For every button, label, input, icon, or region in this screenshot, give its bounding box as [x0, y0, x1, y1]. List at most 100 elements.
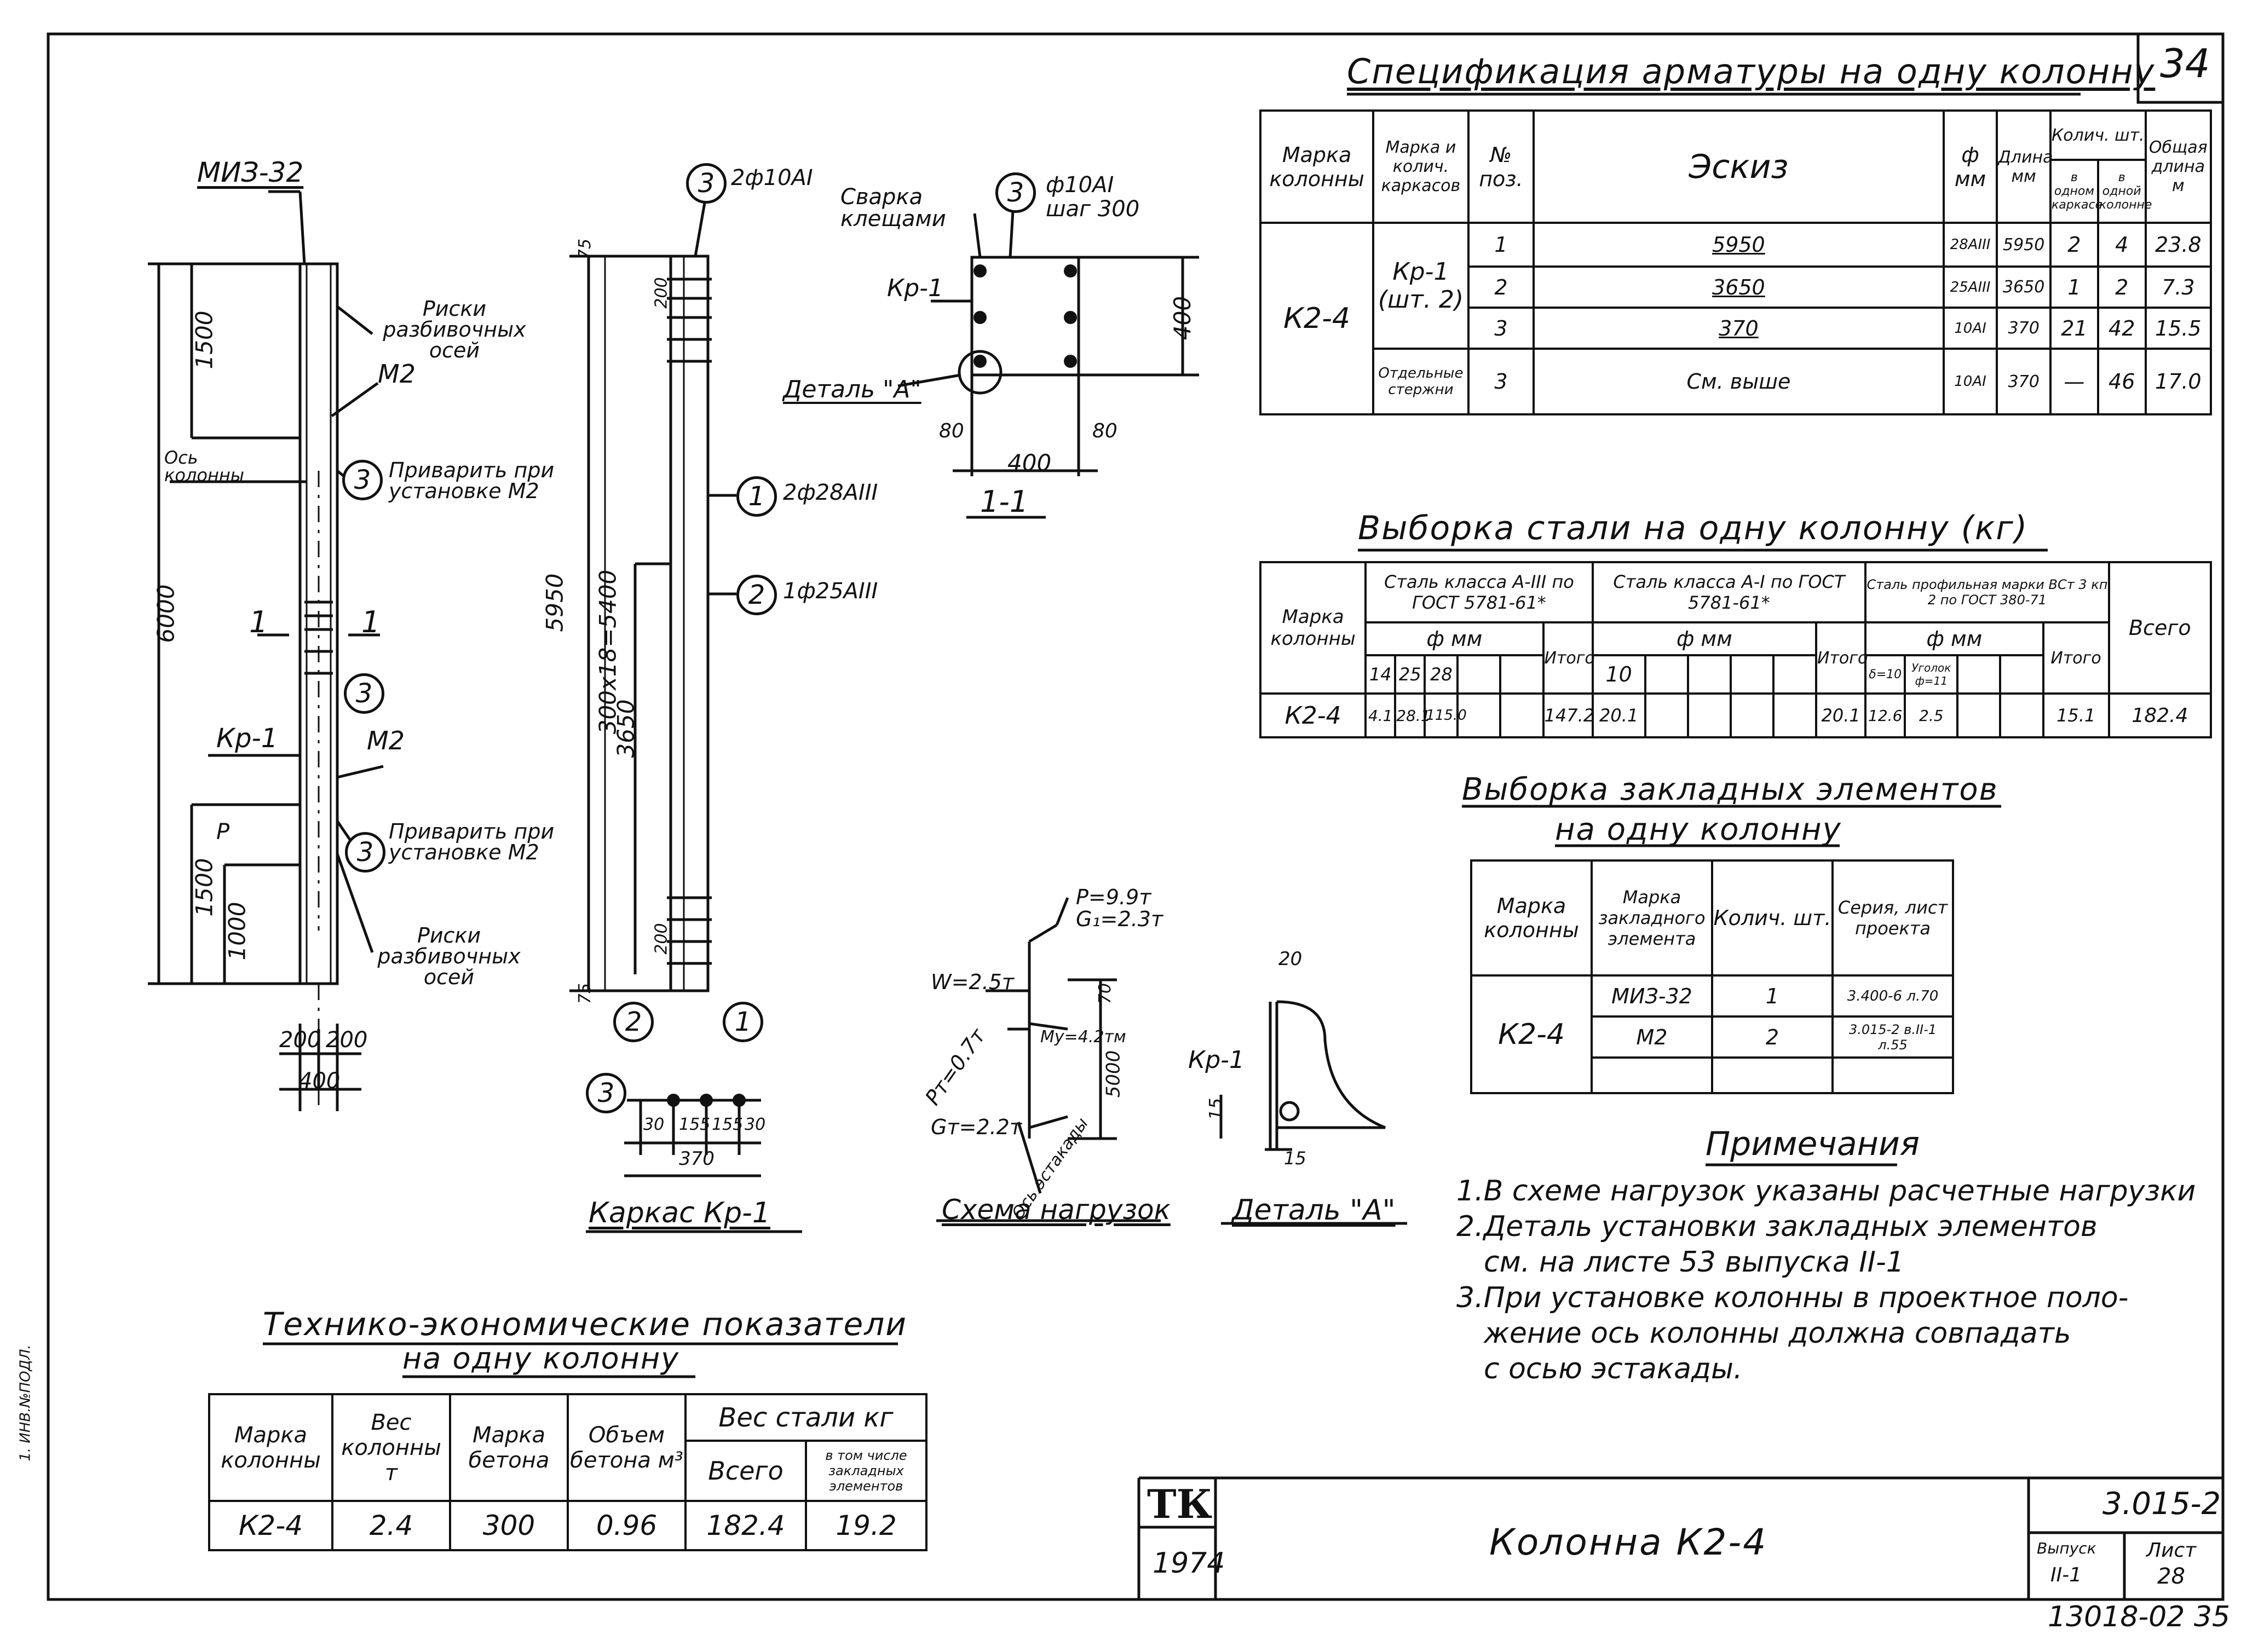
spec-head-mark: Марка колонны — [1259, 109, 1375, 224]
tech-v-weight: 2.4 — [331, 1500, 451, 1551]
tech-head-mark: Марка колонны — [208, 1393, 333, 1502]
tech-title: Технико-экономические показатели — [263, 1306, 907, 1343]
stamp-logo: ТК — [1147, 1481, 1213, 1527]
dim-sec-30-left: 30 — [643, 1115, 665, 1134]
detail-15-bottom: 15 — [1284, 1148, 1306, 1169]
callout-3-top: 3 — [342, 460, 383, 500]
spec-r4-in-col: 46 — [2096, 348, 2147, 415]
note-1: 1.В схеме нагрузок указаны расчетные наг… — [1456, 1175, 2196, 1208]
steel-g2-total: 20.1 — [1815, 692, 1867, 738]
notes-title: Примечания — [1706, 1125, 1920, 1163]
steel-g2-d2 — [1644, 654, 1689, 695]
stamp-name: Колонна К2-4 — [1489, 1521, 1768, 1563]
label-section-right: 1 — [361, 605, 381, 639]
note-3b: жение ось колонны должна совпадать — [1484, 1317, 2071, 1350]
dim-1500-top: 1500 — [191, 310, 218, 369]
spec-r2-pos: 2 — [1467, 265, 1535, 309]
tech-subtitle: на одну колонну — [402, 1341, 680, 1376]
label-pitch: шаг 300 — [1046, 197, 1140, 222]
tech-head-concrete: Марка бетона — [449, 1393, 569, 1502]
load-title: Схема нагрузок — [942, 1194, 1171, 1226]
steel-g2-d4 — [1729, 654, 1775, 695]
spec-r3-in-col: 42 — [2096, 307, 2147, 350]
emb-r3-series — [1831, 1056, 1954, 1094]
stamp-issue: II-1 — [2050, 1564, 2082, 1586]
spec-col-mark: К2-4 — [1259, 222, 1375, 415]
spec-r4-total: 17.0 — [2144, 348, 2213, 415]
steel-g1-dia: ф мм — [1364, 621, 1545, 656]
spec-r2-in-col: 2 — [2096, 265, 2147, 309]
label-marks-top: Риски разбивочных осей — [383, 297, 526, 362]
note-3c: с осью эстакады. — [1484, 1353, 1743, 1385]
spec-r1-sketch: 5950 — [1533, 222, 1945, 268]
tech-head-steel: Вес стали кг — [684, 1393, 927, 1442]
detail-title: Деталь "А" — [1232, 1194, 1396, 1227]
spec-frame-count: (шт. 2) — [1378, 286, 1464, 314]
sec-title: 1-1 — [980, 484, 1029, 519]
spec-r3-len: 370 — [1996, 307, 2052, 350]
label-axis: Ось колонны — [164, 447, 245, 486]
callout-2-frame: 2 — [736, 575, 777, 615]
dim-1000: 1000 — [223, 902, 251, 961]
emb-r1-series: 3.400-6 л.70 — [1831, 974, 1954, 1018]
stamp-issue-label: Выпуск — [2037, 1539, 2096, 1557]
load-gt: Gт=2.2т — [931, 1115, 1022, 1139]
dim-sec11-400-v: 400 — [1169, 296, 1196, 340]
spec-r2-total: 7.3 — [2144, 265, 2213, 309]
steel-v8 — [1686, 692, 1732, 738]
steel-g3-d4 — [1999, 654, 2044, 695]
steel-v12: 2.5 — [1904, 692, 1959, 738]
steel-g2-dia: ф мм — [1591, 621, 1818, 656]
label-m2-bottom: М2 — [367, 726, 405, 755]
steel-v11: 12.6 — [1864, 692, 1906, 738]
emb-r3-el — [1591, 1056, 1713, 1094]
steel-group1: Сталь класса А-III по ГОСТ 5781-61* — [1364, 561, 1594, 623]
detail-20: 20 — [1278, 948, 1303, 970]
spec-head-total: Общая длина м — [2144, 109, 2213, 224]
label-weld-bottom: Приварить при установке М2 — [389, 819, 555, 864]
steel-g3-d1: δ=10 — [1864, 654, 1906, 695]
spec-head-qty: Колич. шт. — [2049, 109, 2147, 161]
steel-g3-total: 15.1 — [2042, 692, 2110, 738]
spec-title: Спецификация арматуры на одну колонну — [1347, 51, 2156, 91]
side-note: 1. ИНВ.№ПОДЛ. — [17, 1344, 34, 1462]
emb-head-qty: Колич. шт. — [1711, 859, 1834, 977]
tech-v-steel: 182.4 — [684, 1500, 807, 1551]
callout-3-sec11: 3 — [995, 172, 1036, 213]
tech-v-mark: К2-4 — [208, 1500, 333, 1551]
load-p: P=9.9т — [1076, 885, 1151, 909]
spec-r3-total: 15.5 — [2144, 307, 2213, 350]
callout-3-bottom: 3 — [345, 832, 385, 873]
load-g1: G₁=2.3т — [1076, 907, 1163, 931]
label-frame-bar1: 2ф28АIII — [783, 480, 878, 505]
steel-v1: 4.1 — [1364, 692, 1397, 738]
dim-200-left: 200 — [279, 1027, 321, 1053]
steel-g2-d1: 10 — [1591, 654, 1646, 695]
callout-3-frame: 3 — [686, 163, 727, 204]
frame-title: Каркас Кр-1 — [589, 1197, 770, 1229]
dim-sec11-80-left: 80 — [939, 420, 964, 442]
spec-head-frames: Марка и колич. каркасов — [1372, 109, 1470, 224]
spec-head-sketch: Эскиз — [1533, 109, 1945, 224]
label-kr1-left: Кр-1 — [216, 723, 278, 754]
steel-v2: 28.1 — [1394, 692, 1431, 738]
spec-head-pos: № поз. — [1467, 109, 1535, 224]
steel-v9 — [1729, 692, 1775, 738]
spec-r2-in-frame: 1 — [2049, 265, 2099, 309]
dim-frame-75-top: 75 — [575, 238, 595, 260]
dim-frame-200-bottom: 200 — [652, 923, 671, 955]
load-w: W=2.5т — [931, 970, 1014, 994]
spec-frame: Кр-1(шт. 2) — [1372, 222, 1470, 350]
steel-v14 — [1999, 692, 2044, 738]
emb-r3-qty — [1711, 1056, 1834, 1094]
label-sec-kr1: Кр-1 — [887, 274, 944, 302]
spec-r1-in-frame: 2 — [2049, 222, 2099, 268]
tech-v-volume: 0.96 — [567, 1500, 687, 1551]
spec-table: Марка колонны Марка и колич. каркасов № … — [1259, 109, 2213, 415]
tech-head-embedded: в том числе закладных элементов — [805, 1440, 927, 1502]
dim-200-right: 200 — [326, 1027, 368, 1053]
emb-mark: К2-4 — [1470, 974, 1593, 1094]
callout-2-section: 2 — [613, 1002, 654, 1042]
emb-r2-series: 3.015-2 в.II-1 л.55 — [1831, 1015, 1954, 1059]
